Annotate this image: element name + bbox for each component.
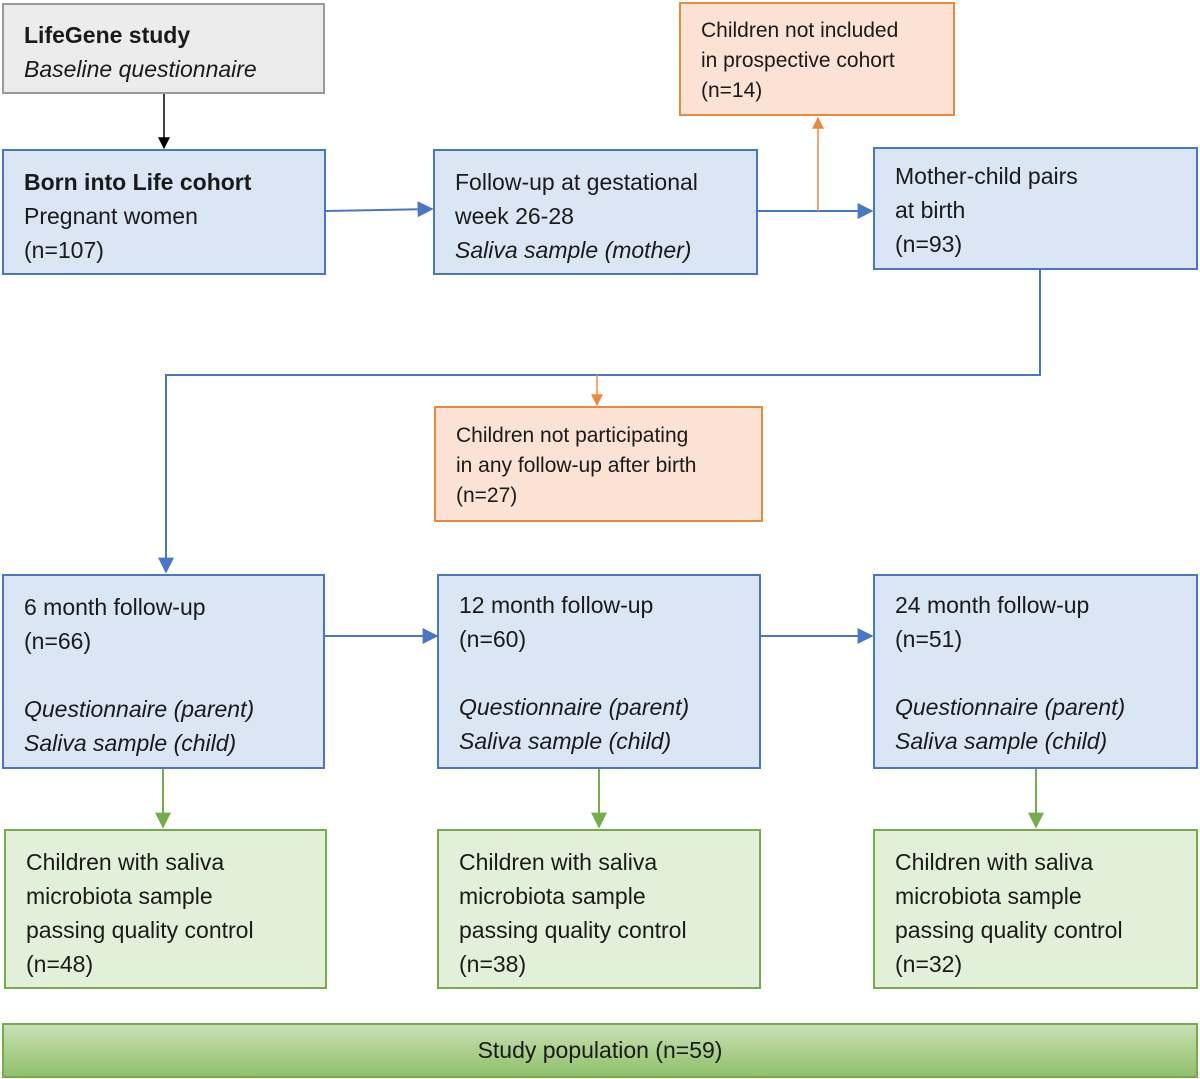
followup-count: (n=66) — [24, 628, 92, 654]
followup-title: 24 month follow-up — [895, 592, 1090, 618]
followup-title: 12 month follow-up — [459, 592, 654, 618]
lifegene-box: LifeGene study Baseline questionnaire — [2, 3, 325, 94]
qc-line1: Children with saliva — [26, 849, 225, 875]
gestational-line2: week 26-28 — [455, 203, 574, 229]
birth-line1: Mother-child pairs — [895, 163, 1078, 189]
followup-saliva: Saliva sample (child) — [895, 728, 1108, 754]
arrow-born-to-gestational — [325, 201, 434, 218]
born-into-life-box: Born into Life cohort Pregnant women (n=… — [2, 149, 326, 275]
qc-count: (n=48) — [26, 951, 94, 977]
gestational-followup-box: Follow-up at gestational week 26-28 Sali… — [433, 149, 758, 275]
born-title: Born into Life cohort — [24, 169, 252, 195]
gestational-sample: Saliva sample (mother) — [455, 237, 692, 263]
qc-6-month-box: Children with saliva microbiota sample p… — [4, 829, 327, 989]
born-line: Pregnant women — [24, 203, 198, 229]
not-participating-line1: Children not participating — [456, 424, 689, 447]
not-included-count: (n=14) — [701, 79, 763, 102]
followup-saliva: Saliva sample (child) — [24, 730, 237, 756]
followup-12-month-box: 12 month follow-up (n=60) Questionnaire … — [437, 574, 761, 769]
followup-count: (n=60) — [459, 626, 527, 652]
followup-questionnaire: Questionnaire (parent) — [459, 694, 690, 720]
birth-box: Mother-child pairs at birth (n=93) — [873, 147, 1198, 270]
arrow-birth-to-6-month — [158, 268, 1041, 574]
not-included-line2: in prospective cohort — [701, 49, 895, 72]
qc-12-month-box: Children with saliva microbiota sample p… — [437, 829, 761, 989]
lifegene-title: LifeGene study — [24, 22, 191, 48]
qc-line1: Children with saliva — [459, 849, 658, 875]
qc-line3: passing quality control — [895, 917, 1123, 943]
not-participating-count: (n=27) — [456, 484, 518, 507]
lifegene-subtitle: Baseline questionnaire — [24, 56, 257, 82]
qc-line3: passing quality control — [459, 917, 687, 943]
followup-questionnaire: Questionnaire (parent) — [895, 694, 1126, 720]
birth-line2: at birth — [895, 197, 966, 223]
followup-24-month-box: 24 month follow-up (n=51) Questionnaire … — [873, 574, 1198, 769]
followup-count: (n=51) — [895, 626, 963, 652]
qc-line1: Children with saliva — [895, 849, 1094, 875]
followup-6-month-box: 6 month follow-up (n=66) Questionnaire (… — [2, 574, 325, 769]
followup-title: 6 month follow-up — [24, 594, 206, 620]
birth-count: (n=93) — [895, 231, 963, 257]
not-included-line1: Children not included — [701, 19, 899, 42]
qc-line2: microbiota sample — [26, 883, 213, 909]
gestational-line1: Follow-up at gestational — [455, 169, 698, 195]
qc-line2: microbiota sample — [459, 883, 646, 909]
qc-line3: passing quality control — [26, 917, 254, 943]
qc-count: (n=38) — [459, 951, 527, 977]
born-count: (n=107) — [24, 237, 104, 263]
followup-saliva: Saliva sample (child) — [459, 728, 672, 754]
study-population-label: Study population (n=59) — [477, 1037, 723, 1063]
qc-line2: microbiota sample — [895, 883, 1082, 909]
study-population-bar: Study population (n=59) — [2, 1023, 1198, 1078]
qc-count: (n=32) — [895, 951, 963, 977]
qc-24-month-box: Children with saliva microbiota sample p… — [873, 829, 1198, 989]
not-participating-box: Children not participating in any follow… — [434, 406, 763, 522]
not-participating-line2: in any follow-up after birth — [456, 454, 697, 477]
not-included-box: Children not included in prospective coh… — [679, 2, 955, 116]
followup-questionnaire: Questionnaire (parent) — [24, 696, 255, 722]
